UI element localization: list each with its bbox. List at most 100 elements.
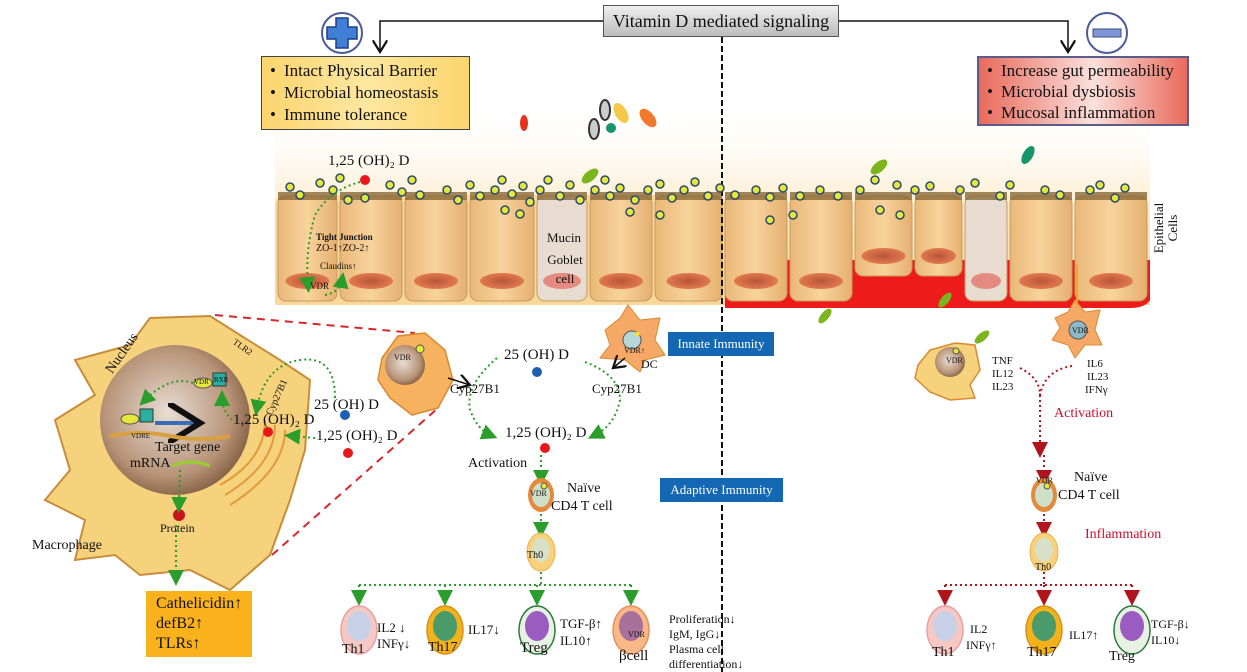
arrow-to-positive bbox=[380, 20, 603, 52]
minus-icon bbox=[1086, 12, 1128, 54]
subset-name: Treg bbox=[520, 640, 548, 656]
peptide-dot bbox=[667, 193, 677, 203]
peptide-dot bbox=[615, 183, 625, 193]
subset-effect: IL17↓ bbox=[468, 622, 500, 637]
peptide-dot bbox=[855, 185, 865, 195]
subset-nucleus bbox=[1120, 611, 1144, 641]
subset-nucleus bbox=[933, 611, 957, 641]
right-naive-line2: CD4 T cell bbox=[1058, 488, 1120, 503]
subset-name: βcell bbox=[619, 648, 649, 664]
microvilli bbox=[590, 192, 652, 200]
positive-effects-box: Intact Physical Barrier Microbial homeos… bbox=[261, 56, 470, 130]
peptide-dot bbox=[500, 205, 510, 215]
cell-nucleus bbox=[1089, 273, 1133, 289]
peptide-dot bbox=[875, 205, 885, 215]
mrna-strand bbox=[171, 460, 211, 468]
negative-effects-box: Increase gut permeability Microbial dysb… bbox=[977, 56, 1189, 126]
peptide-dot bbox=[765, 192, 775, 202]
inflamed-macrophage bbox=[914, 342, 981, 401]
tight-junction-label: Tight Junction bbox=[316, 232, 373, 242]
protein-dot bbox=[173, 509, 185, 521]
innate-cyp-left-label: Cyp27B1 bbox=[450, 381, 500, 396]
right-naive-line1: Naïve bbox=[1074, 470, 1108, 485]
naive-vdr-label: VDR bbox=[530, 489, 547, 498]
peptide-dot bbox=[442, 185, 452, 195]
protein-label: Protein bbox=[160, 521, 195, 535]
peptide-dot bbox=[600, 175, 610, 185]
right-subset-effect: IL17↑ bbox=[1069, 628, 1099, 642]
green-arrow bbox=[584, 361, 622, 439]
right-th0-label: Th0 bbox=[1035, 562, 1052, 573]
innate-cyp-right-label: Cyp27B1 bbox=[592, 381, 642, 396]
ligand-dot bbox=[263, 427, 273, 437]
right-mac-cytokine: TNF bbox=[992, 355, 1013, 367]
peptide-dot bbox=[515, 209, 525, 219]
peptide-dot bbox=[715, 183, 725, 193]
peptide-dot bbox=[397, 187, 407, 197]
epithelium-vdr-label: VDR bbox=[310, 281, 330, 291]
precursor-dot bbox=[340, 410, 350, 420]
innate-product-label: 1,25 (OH)₂ D bbox=[505, 425, 587, 441]
vdre-label: VDRE bbox=[131, 432, 151, 440]
precursor-dot bbox=[532, 367, 542, 377]
peptide-dot bbox=[778, 183, 788, 193]
bcell-vdr-label: VDR bbox=[628, 630, 645, 639]
right-dc-vdr-label: VDR bbox=[1072, 326, 1089, 335]
cell-nucleus bbox=[971, 273, 1001, 289]
cell-nucleus bbox=[799, 273, 843, 289]
peptide-dot bbox=[1120, 183, 1130, 193]
zoom-line bbox=[214, 314, 416, 334]
dna-strand bbox=[109, 431, 231, 441]
adaptive-immunity-label: Adaptive Immunity bbox=[660, 478, 783, 502]
subset-nucleus bbox=[347, 611, 371, 641]
peptide-dot bbox=[415, 190, 425, 200]
peptide-dot bbox=[895, 210, 905, 220]
cell-nucleus bbox=[1019, 273, 1063, 289]
microvilli bbox=[340, 192, 402, 200]
subset-effect: TGF-β↑ bbox=[560, 616, 603, 631]
ligand-dot bbox=[540, 443, 550, 453]
dc-label: DC bbox=[641, 357, 658, 371]
peptide-dot bbox=[328, 185, 338, 195]
microvilli bbox=[655, 192, 722, 200]
epithelial-cell-row bbox=[275, 192, 1148, 305]
macrophage-precursor-label: 25 (OH) D bbox=[314, 397, 379, 413]
peptide-dot bbox=[507, 189, 517, 199]
mrna-label: mRNA bbox=[130, 456, 171, 471]
target-gene-label: Target gene bbox=[155, 440, 221, 455]
peptide-dot bbox=[925, 181, 935, 191]
activation-label: Activation bbox=[468, 456, 528, 471]
right-subset-effect: IL10↓ bbox=[1151, 633, 1181, 647]
vdr-rxr-complex bbox=[120, 372, 227, 425]
peptide-dot bbox=[995, 191, 1005, 201]
peptide-dot bbox=[833, 191, 843, 201]
innate-immunity-label: Innate Immunity bbox=[668, 332, 774, 356]
black-arrow bbox=[613, 358, 625, 368]
right-dc-cytokine: IFNγ bbox=[1085, 384, 1108, 396]
vdr-dot bbox=[540, 482, 548, 490]
peptide-dot bbox=[730, 190, 740, 200]
microvilli bbox=[725, 192, 787, 200]
cell-nucleus bbox=[666, 273, 711, 289]
ligand-dot bbox=[360, 175, 370, 185]
peptide-dot bbox=[970, 178, 980, 188]
right-subset-name: Th17 bbox=[1027, 645, 1057, 660]
right-subset-name: Treg bbox=[1109, 649, 1135, 664]
cell-nucleus bbox=[599, 273, 643, 289]
macrophage-inner-ligand-label: 1,25 (OH)₂ D bbox=[233, 412, 315, 428]
output-item: TLRs↑ bbox=[156, 635, 201, 652]
macrophage-outer-ligand-label: 1,25 (OH)₂ D bbox=[316, 428, 398, 444]
inflammation-label: Inflammation bbox=[1085, 527, 1162, 542]
peptide-dot bbox=[870, 175, 880, 185]
right-dc-cytokine: IL6 bbox=[1087, 358, 1103, 370]
subset-effect: IL2 ↓ bbox=[377, 620, 406, 635]
red-arrow bbox=[1039, 365, 1073, 396]
peptide-dot bbox=[1095, 180, 1105, 190]
microvilli bbox=[470, 192, 534, 200]
cell-nucleus bbox=[349, 273, 393, 289]
peptide-dot bbox=[525, 197, 535, 207]
cell-nucleus bbox=[921, 248, 956, 264]
zo-label: ZO-1↑ZO-2↑ bbox=[316, 243, 370, 254]
peptide-dot bbox=[795, 191, 805, 201]
